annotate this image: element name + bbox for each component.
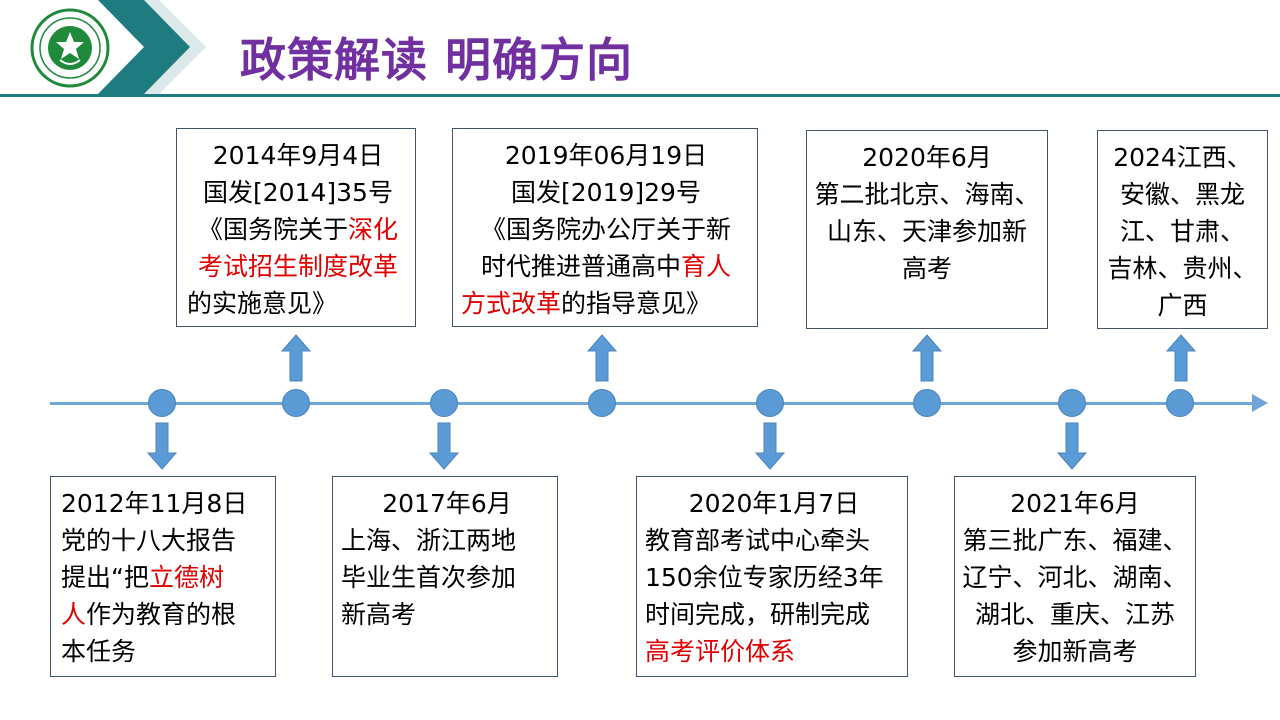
event-box-2020-jan: 2020年1月7日 教育部考试中心牵头 150余位专家历经3年 时间完成，研制完… (636, 476, 908, 677)
event-date: 2020年6月 (862, 143, 992, 172)
arrow-down-icon (147, 422, 177, 470)
timeline-dot-2020-jan (756, 389, 784, 417)
event-box-2012: 2012年11月8日 党的十八大报告 提出“把立德树 人作为教育的根 本任务 (50, 476, 276, 677)
event-date: 2024江西、 (1113, 143, 1252, 172)
event-date: 2021年6月 (1010, 489, 1140, 518)
timeline-dot-2017 (430, 389, 458, 417)
timeline-dot-2020-jun (913, 389, 941, 417)
highlight-text: 人 (61, 600, 87, 629)
event-line: 提出“把立德树 (61, 563, 224, 592)
event-box-2017: 2017年6月 上海、浙江两地 毕业生首次参加 新高考 (332, 476, 558, 677)
event-box-2019: 2019年06月19日 国发[2019]29号 《国务院办公厅关于新 时代推进普… (452, 128, 758, 327)
event-line: 辽宁、河北、湖南、 (962, 563, 1188, 592)
event-line: 人作为教育的根 (61, 600, 237, 629)
event-date: 2017年6月 (382, 489, 512, 518)
event-line: 毕业生首次参加 (341, 563, 517, 592)
event-line: 《国务院办公厅关于新 (480, 215, 731, 244)
event-line: 国发[2019]29号 (511, 178, 701, 207)
event-line: 江、甘肃、 (1119, 217, 1245, 246)
event-line: 本任务 (61, 637, 137, 666)
timeline-arrow-head (1252, 394, 1268, 412)
arrow-up-icon (912, 334, 942, 382)
event-line: 方式改革的指导意见》 (461, 289, 712, 318)
slide-header: 政策解读 明确方向 (0, 0, 1280, 100)
timeline-dot-2014 (282, 389, 310, 417)
arrow-down-icon (429, 422, 459, 470)
event-box-2021: 2021年6月 第三批广东、福建、 辽宁、河北、湖南、 湖北、重庆、江苏 参加新… (954, 476, 1196, 677)
timeline-dot-2024 (1166, 389, 1194, 417)
arrow-up-icon (281, 334, 311, 382)
event-line: 时代推进普通高中育人 (480, 252, 732, 281)
event-line: 国发[2014]35号 (203, 178, 393, 207)
event-line: 上海、浙江两地 (341, 526, 517, 555)
arrow-down-icon (755, 422, 785, 470)
page-title: 政策解读 明确方向 (240, 33, 634, 87)
timeline-dot-2019 (588, 389, 616, 417)
highlight-text: 深化 (348, 215, 399, 244)
event-date: 2012年11月8日 (61, 489, 248, 518)
event-line: 时间完成，研制完成 (645, 600, 871, 629)
event-line: 第二批北京、海南、 (814, 180, 1040, 209)
highlight-text: 方式改革 (461, 289, 562, 318)
arrow-up-icon (587, 334, 617, 382)
highlight-text: 立德树 (148, 563, 224, 592)
event-date: 2014年9月4日 (212, 141, 384, 170)
school-emblem-icon (30, 8, 110, 88)
event-line: 150余位专家历经3年 (645, 563, 884, 592)
event-line: 湖北、重庆、江苏 (974, 600, 1175, 629)
event-line: 参加新高考 (1012, 637, 1138, 666)
timeline-dot-2021 (1058, 389, 1086, 417)
event-line: 新高考 (341, 600, 417, 629)
event-date: 2019年06月19日 (504, 141, 708, 170)
arrow-up-icon (1166, 334, 1196, 382)
event-box-2014: 2014年9月4日 国发[2014]35号 《国务院关于深化 考试招生制度改革 … (176, 128, 416, 327)
arrow-down-icon (1057, 422, 1087, 470)
event-line: 《国务院关于深化 (197, 215, 399, 244)
event-date: 2020年1月7日 (688, 489, 860, 518)
event-line: 高考 (901, 254, 952, 283)
highlight-text: 考试招生制度改革 (197, 252, 398, 281)
event-line: 吉林、贵州、 (1107, 254, 1258, 283)
highlight-text: 高考评价体系 (645, 637, 796, 666)
event-line: 教育部考试中心牵头 (645, 526, 871, 555)
event-line: 党的十八大报告 (61, 526, 237, 555)
chevron-decoration (98, 0, 190, 94)
header-divider (0, 94, 1280, 97)
timeline-dot-2012 (148, 389, 176, 417)
highlight-text: 育人 (681, 252, 732, 281)
timeline-axis (50, 402, 1255, 405)
event-box-2024: 2024江西、 安徽、黑龙 江、甘肃、 吉林、贵州、 广西 (1097, 130, 1268, 329)
event-line: 的实施意见》 (187, 289, 338, 318)
event-box-2020-jun: 2020年6月 第二批北京、海南、 山东、天津参加新 高考 (806, 130, 1048, 329)
event-line: 山东、天津参加新 (826, 217, 1027, 246)
event-line: 第三批广东、福建、 (962, 526, 1188, 555)
event-line: 广西 (1157, 291, 1208, 320)
event-line: 安徽、黑龙 (1119, 180, 1245, 209)
